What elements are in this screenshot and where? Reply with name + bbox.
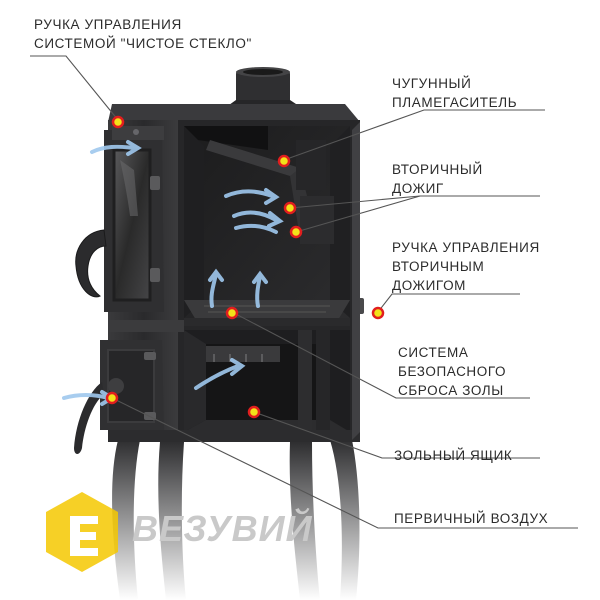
marker-ash-system <box>225 306 239 320</box>
label-secondary-burn: ВТОРИЧНЫЙ ДОЖИГ <box>392 162 483 196</box>
label-primary-air: ПЕРВИЧНЫЙ ВОЗДУХ <box>394 511 549 526</box>
brand-name: ВЕЗУВИЙ <box>132 508 313 549</box>
brand-logo-icon <box>46 492 118 572</box>
marker-secondary-handle <box>371 306 385 320</box>
stove-top <box>108 104 360 122</box>
ash-door-handle <box>74 382 104 454</box>
ash-door <box>100 340 164 430</box>
markers <box>105 115 385 419</box>
marker-glass-handle <box>111 115 125 129</box>
marker-secondary-1 <box>283 201 297 215</box>
label-secondary-handle: РУЧКА УПРАВЛЕНИЯ ВТОРИЧНЫМ ДОЖИГОМ <box>392 240 540 293</box>
airflow-arrows <box>62 140 284 406</box>
marker-ash-box <box>247 405 261 419</box>
stove-legs <box>112 440 360 600</box>
label-ash-system: СИСТЕМА БЕЗОПАСНОГО СБРОСА ЗОЛЫ <box>398 345 507 398</box>
label-ash-box: ЗОЛЬНЫЙ ЯЩИК <box>394 448 513 463</box>
marker-primary-air <box>105 391 119 405</box>
label-glass-handle: РУЧКА УПРАВЛЕНИЯ СИСТЕМОЙ "ЧИСТОЕ СТЕКЛО… <box>34 17 252 51</box>
door-handle <box>75 229 107 298</box>
flue-pipe <box>222 67 305 110</box>
marker-flame-damper <box>277 154 291 168</box>
label-flame-damper: ЧУГУННЫЙ ПЛАМЕГАСИТЕЛЬ <box>392 76 518 110</box>
marker-secondary-2 <box>289 225 303 239</box>
front-door <box>104 126 164 312</box>
leader-lines <box>30 55 578 529</box>
